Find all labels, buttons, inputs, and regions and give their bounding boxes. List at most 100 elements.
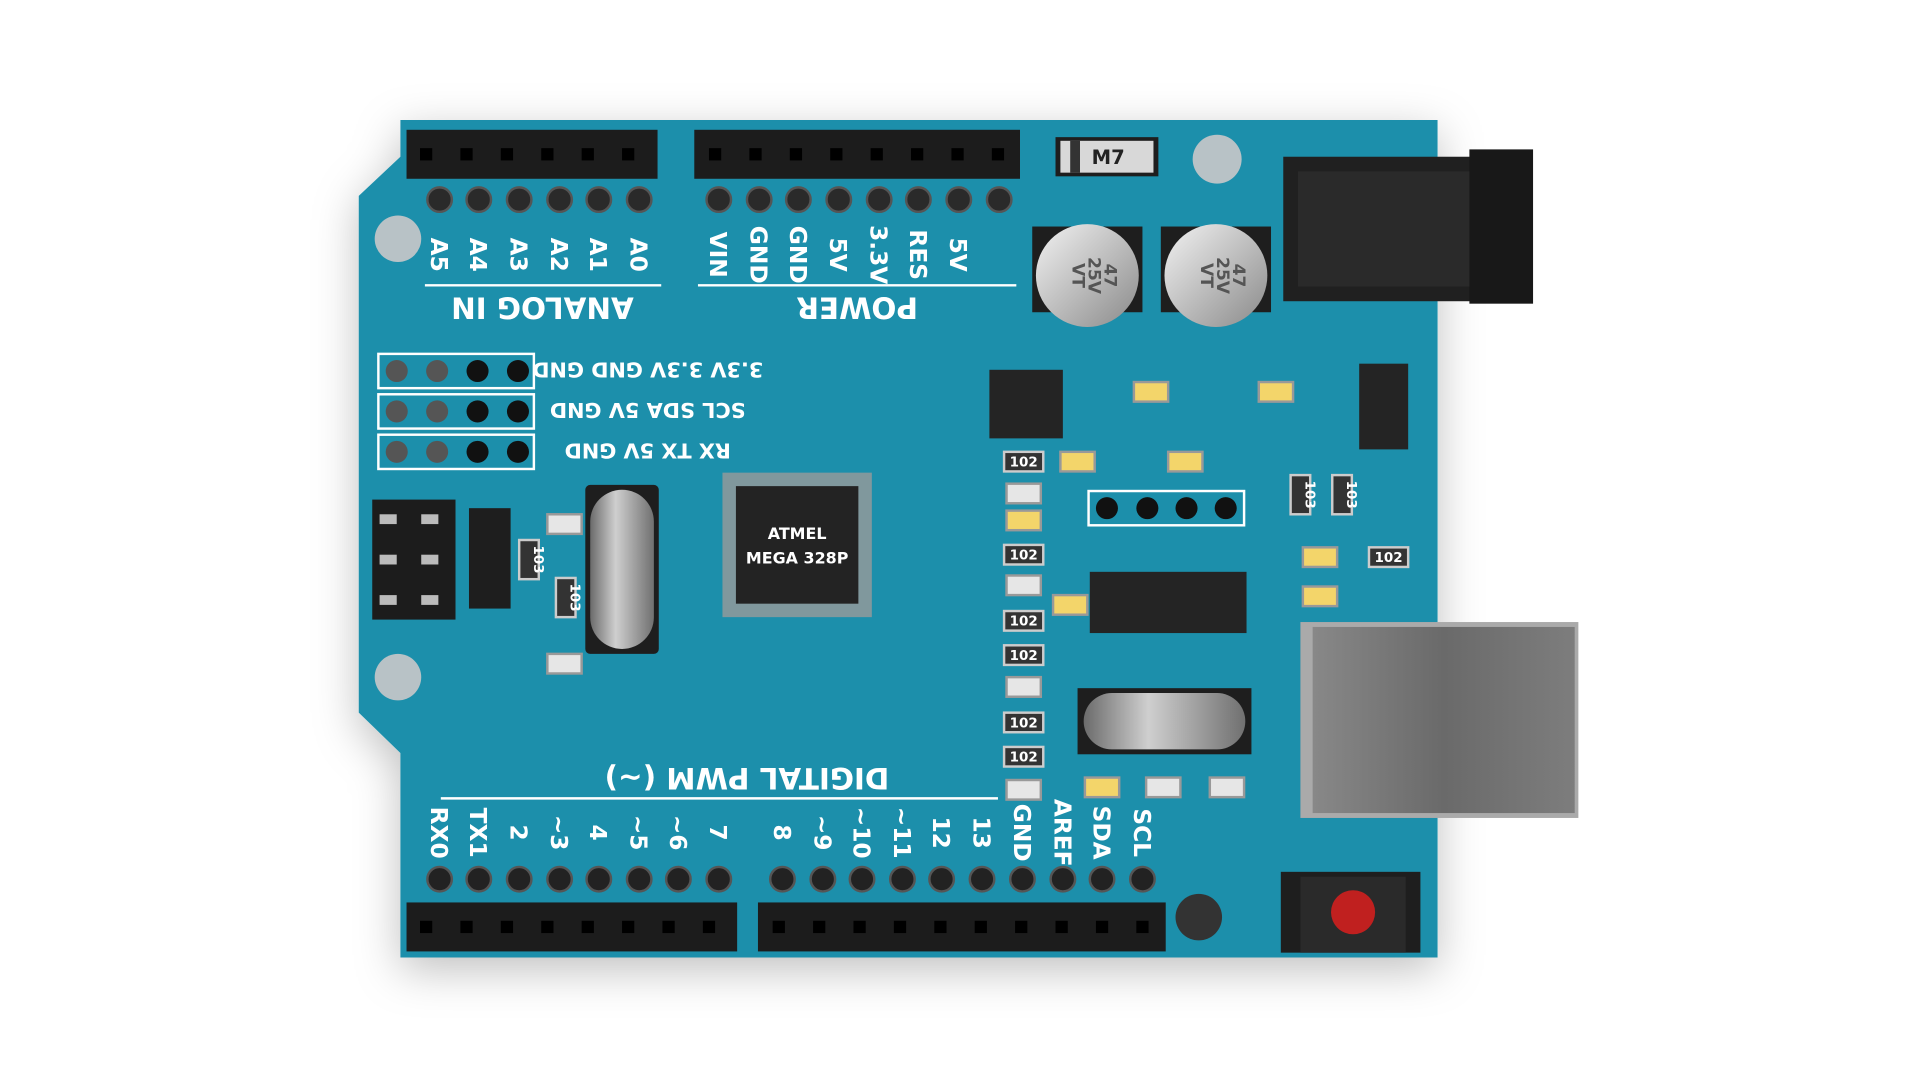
header-socket [541, 920, 554, 934]
capacitor-label: 47 [1099, 264, 1119, 288]
mcu-label-line1: ATMEL [768, 524, 827, 543]
analog-pin-label: A3 [505, 238, 532, 272]
power-pin-label: 5V [944, 238, 971, 272]
usb-interface-ic [1089, 571, 1247, 634]
capacitor-label: 25V [1212, 257, 1232, 295]
header-socket [772, 920, 785, 934]
crystal-oscillator-2 [1077, 688, 1252, 755]
analog-pin-label: A5 [425, 238, 452, 272]
header-socket [1055, 920, 1068, 934]
header-socket [911, 148, 924, 161]
led-smd [1132, 380, 1170, 403]
pin-hole [506, 440, 529, 463]
header-socket [420, 148, 433, 161]
mounting-holes [374, 134, 1242, 941]
resistor-102 [1002, 450, 1045, 473]
power-pin-label: RES [904, 229, 931, 280]
pin-hole [585, 865, 613, 893]
capacitor-label: VT [1196, 263, 1216, 288]
resistor-label: 103 [530, 546, 545, 574]
capacitor-smd [546, 652, 583, 675]
pin-hole [1008, 865, 1036, 893]
header-4pin-small [1087, 489, 1246, 527]
op-amp-ic [989, 369, 1063, 439]
reset-button[interactable] [1280, 871, 1421, 953]
pin-hole [768, 865, 796, 893]
silkscreen-lines [424, 284, 1017, 800]
capacitor-label: 47 [1228, 264, 1248, 288]
pin-hole [385, 440, 408, 463]
header-socket [460, 920, 473, 934]
power-title: POWER [796, 291, 918, 325]
header-socket [460, 148, 473, 161]
voltage-regulator-small [468, 508, 511, 609]
capacitor-label: 25V [1084, 257, 1104, 295]
pin-row-frame [377, 433, 536, 471]
digital-pin-label: RX0 [425, 807, 452, 859]
pin-hole [825, 186, 853, 214]
resistor-label: 103 [1301, 481, 1316, 509]
pin-hole [904, 186, 932, 214]
pin-hole [465, 865, 493, 893]
pin-hole [865, 186, 893, 214]
pin-hole [1088, 865, 1116, 893]
resistor-102 [1002, 711, 1045, 734]
digital-pin-label: ~11 [888, 807, 915, 859]
pin-hole [466, 440, 489, 463]
header-socket [1095, 920, 1109, 934]
pin-hole [985, 186, 1013, 214]
resistor-102 [1002, 745, 1045, 768]
resistor-label: 102 [1010, 649, 1038, 664]
digital-pin-label: ~9 [808, 815, 835, 851]
pin-hole [1128, 865, 1156, 893]
resistor-label: 102 [1010, 751, 1038, 766]
pin-hole [505, 186, 533, 214]
pin-hole [625, 186, 653, 214]
digital-pin-label: GND [1008, 804, 1035, 862]
power-pin-label: VIN [704, 232, 731, 278]
pin-hole [1049, 865, 1077, 893]
analog-pin-label: A2 [545, 238, 572, 272]
pin-row-label: 3.3V 3.3V GND GND [532, 357, 763, 381]
digital-pin-label: ~5 [625, 815, 652, 851]
pin-hole [506, 400, 529, 423]
header-socket [893, 920, 907, 934]
header-socket [991, 148, 1005, 161]
led-smd [1166, 450, 1204, 473]
pin-hole [466, 360, 489, 383]
resistor-102 [1002, 609, 1045, 632]
digital-pin-label: SDA [1087, 806, 1114, 860]
digital-pin-label: 2 [505, 825, 532, 841]
analog-in-title: ANALOG IN [451, 291, 634, 325]
resistor-102 [1002, 644, 1045, 667]
pin-hole [968, 865, 996, 893]
capacitor-smd [1005, 482, 1043, 505]
led-smd [1051, 593, 1089, 616]
header-strips [406, 129, 1166, 952]
pin-hole [888, 865, 916, 893]
header-socket [500, 920, 514, 934]
digital-pin-label: 13 [967, 816, 994, 848]
header-socket [581, 148, 594, 161]
header-socket [1136, 920, 1149, 934]
header-socket [749, 148, 762, 161]
resistor-label: 102 [1010, 615, 1038, 630]
led-smd [1257, 380, 1295, 403]
capacitor-smd [1005, 574, 1043, 597]
digital-pwm-title: DIGITAL PWM (~) [605, 761, 890, 795]
pin-hole [465, 186, 493, 214]
resistor-103 [517, 538, 540, 581]
power-pin-label: 5V [824, 238, 851, 272]
pin-hole [625, 865, 653, 893]
resistor-102 [1002, 543, 1045, 566]
header-socket [951, 148, 964, 161]
pin-hole [848, 865, 876, 893]
header-socket [662, 920, 675, 934]
digital-pin-label: 8 [768, 825, 795, 841]
pin-hole [945, 186, 973, 214]
pin-hole [466, 400, 489, 423]
resistor-label: 103 [567, 584, 582, 612]
capacitor-smd [1005, 675, 1043, 698]
power-pin-label: GND [745, 226, 772, 284]
pin-hole [546, 865, 574, 893]
